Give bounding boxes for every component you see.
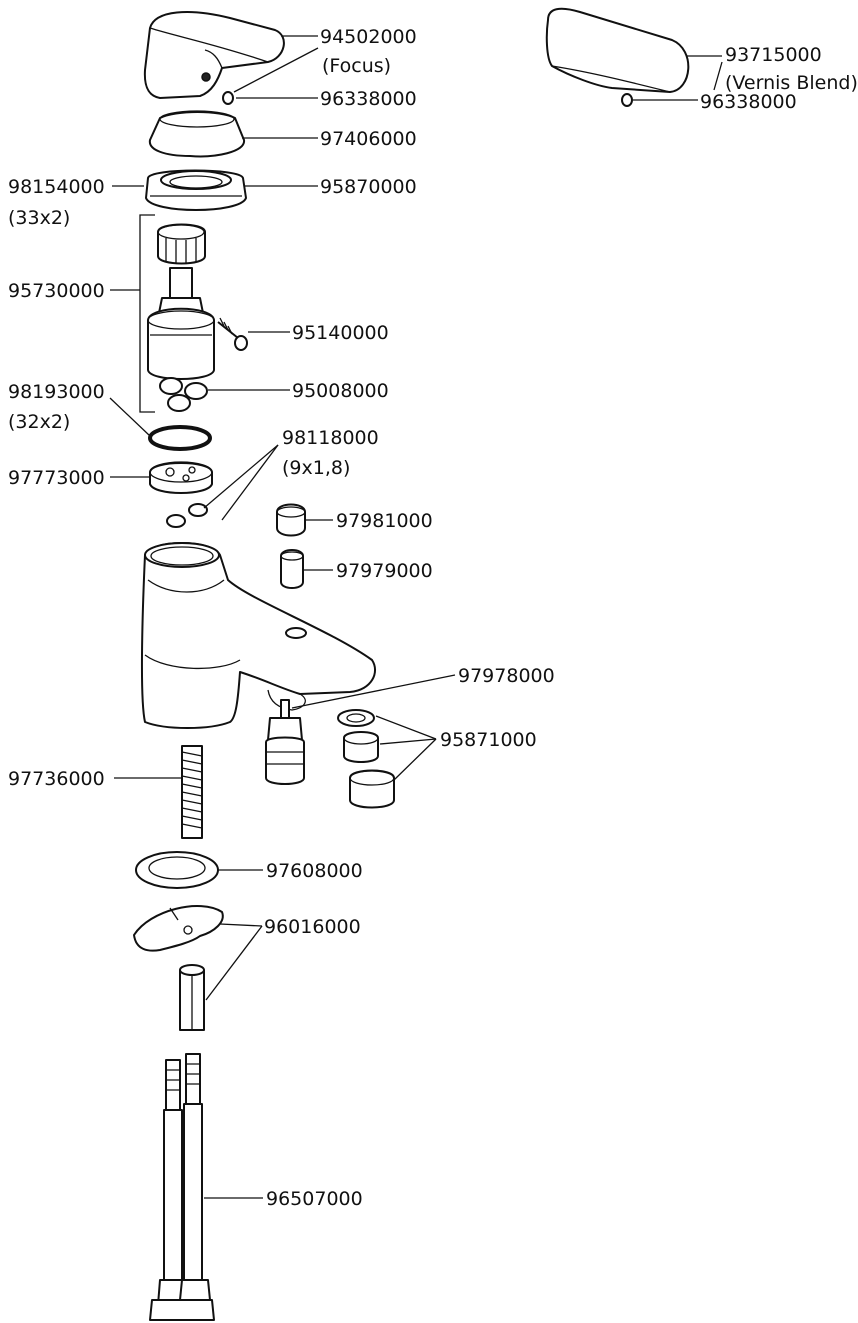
horseshoe-plate — [133, 905, 224, 952]
supply-hoses — [149, 1053, 215, 1321]
label-96507000: 96507000 — [266, 1188, 363, 1210]
cartridge-group-bracket — [139, 214, 155, 413]
label-93715000-note: (Vernis Blend) — [725, 72, 858, 94]
label-98193000: 98193000 — [8, 381, 105, 403]
leader-lines — [109, 35, 723, 1199]
mounting-washer — [135, 851, 219, 889]
label-97406000: 97406000 — [320, 128, 417, 150]
threaded-rod — [181, 745, 203, 839]
label-98118000: 98118000 — [282, 427, 379, 449]
base-plate — [149, 461, 213, 494]
label-98154000: 98154000 — [8, 176, 105, 198]
cartridge-nut — [145, 169, 247, 211]
crown-ring — [157, 223, 206, 265]
label-96338000-b: 96338000 — [700, 91, 797, 113]
label-98154000-note: (33x2) — [8, 207, 70, 229]
label-95008000: 95008000 — [292, 380, 389, 402]
label-97773000: 97773000 — [8, 467, 105, 489]
set-screw-a — [222, 91, 234, 105]
cover-cap — [148, 110, 245, 158]
label-96016000: 96016000 — [264, 916, 361, 938]
o-rings-set — [159, 377, 208, 412]
label-97608000: 97608000 — [266, 860, 363, 882]
sleeve — [280, 549, 304, 589]
label-95870000: 95870000 — [320, 176, 417, 198]
label-94502000-note: (Focus) — [322, 55, 391, 77]
label-98193000-note: (32x2) — [8, 411, 70, 433]
diverter-cartridge — [265, 699, 305, 785]
lever-handle-vernis-blend — [545, 7, 690, 93]
label-94502000: 94502000 — [320, 26, 417, 48]
large-o-ring — [148, 425, 212, 451]
label-97736000: 97736000 — [8, 768, 105, 790]
label-96338000-a: 96338000 — [320, 88, 417, 110]
label-93715000: 93715000 — [725, 44, 822, 66]
faucet-body — [140, 542, 377, 729]
aerator-set — [337, 709, 395, 809]
label-95140000: 95140000 — [292, 322, 389, 344]
small-o-rings — [166, 503, 208, 528]
label-98118000-note: (9x1,8) — [282, 457, 350, 479]
label-95730000: 95730000 — [8, 280, 105, 302]
label-97981000: 97981000 — [336, 510, 433, 532]
label-97978000: 97978000 — [458, 665, 555, 687]
label-95871000: 95871000 — [440, 729, 537, 751]
fixing-screw — [217, 317, 248, 351]
cartridge — [147, 267, 215, 380]
hex-sleeve — [179, 964, 205, 1031]
label-97979000: 97979000 — [336, 560, 433, 582]
set-screw-b — [621, 93, 633, 107]
lever-handle-focus — [143, 11, 285, 99]
aerator-cap — [276, 503, 306, 537]
